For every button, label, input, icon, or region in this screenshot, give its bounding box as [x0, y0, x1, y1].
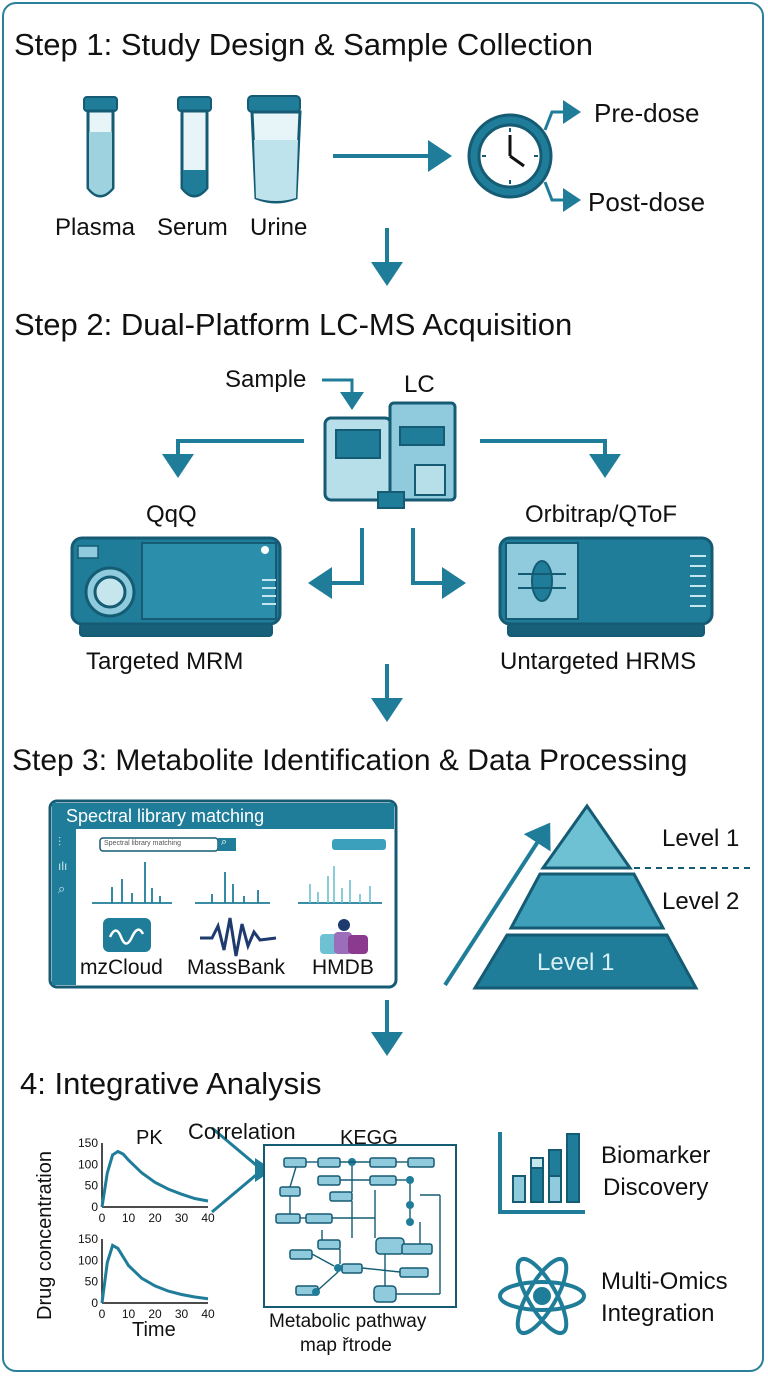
- pk-curve-line: [100, 1243, 209, 1304]
- y-tick-label: 0: [91, 1200, 98, 1214]
- step1-title: Step 1: Study Design & Sample Collection: [14, 27, 593, 62]
- pyramid-level-top: Level 1: [662, 825, 740, 852]
- x-axis-label: Time: [132, 1319, 176, 1341]
- x-tick-label: 30: [175, 1307, 189, 1321]
- x-tick-label: 20: [148, 1307, 162, 1321]
- y-tick-label: 0: [91, 1296, 98, 1310]
- x-tick-label: 30: [175, 1211, 189, 1225]
- y-axis-label: Drug concentration: [34, 1151, 56, 1320]
- sidebar-search-icon: ⌕: [58, 881, 66, 896]
- orbitrap-instrument-icon: [498, 536, 714, 637]
- plasma-tube-icon: [83, 96, 118, 198]
- multiomics-label-line1: Multi-Omics: [601, 1268, 728, 1295]
- step4-title: 4: Integrative Analysis: [20, 1066, 322, 1101]
- timepoint-post-dose: Post-dose: [588, 187, 706, 217]
- library-mzcloud: mzCloud: [80, 956, 163, 979]
- clock-icon: [467, 113, 553, 199]
- atom-icon: [498, 1256, 586, 1336]
- hmdb-logo-icon: [320, 919, 368, 954]
- sample-label-serum: Serum: [157, 214, 228, 241]
- x-tick-label: 40: [201, 1211, 215, 1225]
- biomarker-label-line2: Discovery: [603, 1174, 709, 1201]
- x-tick-label: 10: [122, 1211, 136, 1225]
- sidebar-chart-icon: ⫶: [58, 835, 62, 849]
- orbitrap-label: Orbitrap/QToF: [525, 501, 678, 528]
- lc-instrument-icon: [323, 401, 457, 509]
- identification-pyramid: [472, 803, 752, 990]
- pyramid-level-bottom: Level 1: [537, 949, 615, 976]
- sample-label-plasma: Plasma: [55, 214, 136, 241]
- y-tick-label: 50: [85, 1275, 99, 1289]
- multiomics-label-line2: Integration: [601, 1300, 715, 1327]
- pathway-map: [263, 1144, 457, 1308]
- qqq-instrument-icon: [70, 536, 282, 637]
- biomarker-label-line1: Biomarker: [601, 1142, 711, 1169]
- x-tick-label: 20: [148, 1211, 162, 1225]
- massbank-logo-icon: [200, 917, 277, 957]
- sidebar-bars-icon: ılı: [58, 859, 68, 873]
- sample-label-urine: Urine: [250, 214, 308, 241]
- x-tick-label: 40: [201, 1307, 215, 1321]
- targeted-mrm-label: Targeted MRM: [86, 648, 244, 675]
- y-tick-label: 150: [78, 1136, 98, 1150]
- spectral-window-title: Spectral library matching: [66, 806, 265, 826]
- y-tick-label: 150: [78, 1232, 98, 1246]
- pathway-caption-line2: map řtrode: [300, 1335, 392, 1356]
- qqq-label: QqQ: [146, 501, 197, 528]
- pk-label: PK: [136, 1127, 163, 1149]
- urine-cup-icon: [247, 95, 302, 204]
- serum-tube-icon: [177, 96, 212, 198]
- pk-curve-line: [100, 1149, 209, 1208]
- library-hmdb: HMDB: [312, 956, 374, 979]
- step3-title: Step 3: Metabolite Identification & Data…: [12, 744, 688, 777]
- pyramid-level-middle: Level 2: [662, 888, 740, 915]
- mzcloud-logo-icon: [103, 918, 151, 952]
- x-tick-label: 0: [99, 1211, 106, 1225]
- search-icon: ⌕: [221, 836, 228, 848]
- spectral-search-input: Spectral library matching: [104, 840, 182, 847]
- library-massbank: MassBank: [187, 956, 286, 979]
- y-tick-label: 100: [78, 1157, 98, 1171]
- correlation-label: Correlation: [188, 1119, 296, 1144]
- y-tick-label: 50: [85, 1179, 99, 1193]
- sample-input-label: Sample: [225, 366, 307, 393]
- bar-chart-icon: [498, 1132, 585, 1214]
- step2-title: Step 2: Dual-Platform LC-MS Acquisition: [14, 307, 573, 342]
- lc-label: LC: [404, 371, 435, 398]
- timepoint-pre-dose: Pre-dose: [594, 98, 700, 128]
- y-tick-label: 100: [78, 1253, 98, 1267]
- x-tick-label: 0: [99, 1307, 106, 1321]
- x-tick-label: 10: [122, 1307, 136, 1321]
- kegg-label: KEGG: [340, 1127, 398, 1149]
- pathway-caption-line1: Metabolic pathway: [269, 1311, 427, 1332]
- untargeted-hrms-label: Untargeted HRMS: [500, 648, 697, 675]
